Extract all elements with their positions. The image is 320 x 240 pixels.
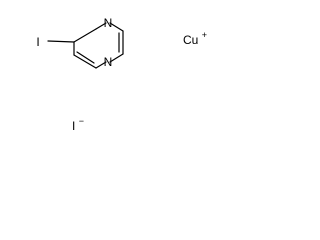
ring-nitrogen-bottom-label: N <box>104 55 113 69</box>
ring-bond-c4-n2 <box>109 53 124 63</box>
ring-bond-c5-c1-double <box>76 51 95 64</box>
ring-nitrogen-top-label: N <box>104 16 113 30</box>
ring-bond-n1-c3 <box>109 22 124 32</box>
pyrazine-ring-bonds <box>47 22 124 69</box>
chemical-structure-canvas: I N N Cu + I − <box>0 0 225 148</box>
ring-bond-c5-c1 <box>73 54 97 69</box>
substituent-iodine-label: I <box>36 35 39 49</box>
iodide-symbol: I <box>72 119 75 133</box>
iodide-anion-label: I − <box>72 116 84 133</box>
copper-cation-label: Cu + <box>183 30 207 47</box>
copper-charge: + <box>202 30 207 40</box>
ring-bond-n2-c5 <box>95 61 107 69</box>
chemical-structure-diagram: I N N Cu + I − <box>36 16 207 133</box>
copper-symbol: Cu <box>183 33 198 47</box>
iodine-bond <box>47 40 75 43</box>
ring-bond-c1-c2 <box>73 28 97 43</box>
ring-bond-c2-n1 <box>95 22 107 30</box>
iodide-charge: − <box>79 116 84 126</box>
